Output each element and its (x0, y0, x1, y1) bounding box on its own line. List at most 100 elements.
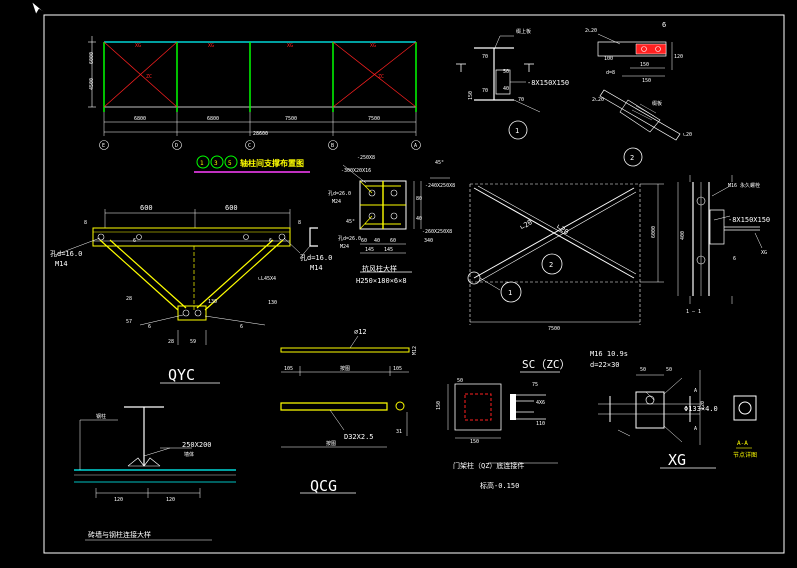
qyc-n8: 59 (190, 339, 196, 345)
plan-axis-D: D (175, 143, 178, 149)
col-lbl-13: 40 (416, 216, 422, 222)
col-section: H250×180×6×8 (356, 277, 407, 285)
detail2-circle: 2 (630, 154, 634, 162)
col-lbl-8: 145 (384, 247, 393, 253)
xg-dim-0: 50 (640, 367, 646, 373)
plan-left-dim-2: 4500 (89, 78, 95, 90)
col-lbl-16: -260X250X8 (422, 229, 452, 235)
qyc-hole-right: 孔d=16.0 (300, 254, 332, 262)
plan-title-circle-3: 3 (214, 160, 218, 167)
xbrace-width: 7500 (548, 326, 560, 332)
xbrace-circle1: 1 (508, 289, 512, 297)
side-lbl-0: M16 永久螺栓 (728, 182, 760, 189)
qyc-n7: 28 (168, 339, 174, 345)
wall-dim-1: 120 (166, 497, 175, 503)
plan-bay-dim-3: 7500 (285, 116, 297, 122)
side-lbl-1: -8X150X150 (728, 216, 770, 224)
plan-bay-tag-4: XG (370, 43, 376, 49)
sc-dim-2: 150 (470, 439, 479, 445)
detail1-dim-3: 50 (503, 69, 509, 75)
detail2-lbl-1: 6 (662, 21, 666, 29)
col-lbl-2: 45° (435, 160, 444, 166)
plan-bay-dim-4: 7500 (368, 116, 380, 122)
plan-bay-dim-1: 6800 (134, 116, 146, 122)
col-lbl-14: 340 (424, 238, 433, 244)
rod-and-tube (281, 336, 409, 493)
qyc-n1: 6 (133, 238, 136, 244)
plan-zc-tag-2: ZC (378, 74, 384, 80)
sc-d: d=22×30 (590, 361, 620, 369)
col-lbl-11: 60 (390, 238, 396, 244)
qyc-dim-left: 600 (140, 204, 153, 212)
sc-base-connector (448, 372, 560, 463)
rod-dim-2: 105 (393, 366, 402, 372)
plan-bay-tag-2: XG (208, 43, 214, 49)
xbrace-circle2: 2 (549, 261, 553, 269)
plan-axis-A: A (414, 143, 417, 149)
plan-axis-C: C (248, 143, 251, 149)
col-lbl-6: -250X8 (357, 155, 375, 161)
detail1-dim-5: 70 (518, 97, 524, 103)
rod-side-note: M12 (412, 346, 418, 355)
detail2-lbl-4: 150 (642, 78, 651, 84)
detail2-lbl-3: 150 (640, 62, 649, 68)
detail1-plate: -8X150X150 (527, 79, 569, 87)
xg-dim-3: A (694, 388, 697, 394)
rod-dim-1: 按图 (340, 365, 350, 372)
qyc-n5: 28 (126, 296, 132, 302)
qyc-n11: 8 (84, 220, 87, 226)
plan-axis-B: B (331, 143, 334, 149)
sc-bolt: M16 10.9s (590, 350, 628, 358)
side-lbl-2: XG (761, 250, 767, 256)
xg-sect: A-A (737, 440, 748, 447)
detail1-dim-1: 70 (482, 88, 488, 94)
col-title: 抗风柱大样 (362, 264, 397, 273)
qyc-dim-right: 600 (225, 204, 238, 212)
detail2-lbl-2: d=8 (606, 70, 615, 76)
rod-tube: D32X2.5 (344, 433, 374, 441)
qyc-bolt-left: M14 (55, 260, 68, 268)
xg-label: XG (668, 451, 686, 469)
xg-detail (598, 370, 756, 468)
col-lbl-12: 80 (416, 196, 422, 202)
col-lbl-1: M24 (332, 199, 341, 205)
col-lbl-9: 60 (361, 238, 367, 244)
rod-dim-0: 105 (284, 366, 293, 372)
detail2-lbl-9: 120 (674, 54, 683, 60)
col-lbl-10: 40 (374, 238, 380, 244)
sc-dim-4: 110 (536, 421, 545, 427)
xg-dim-4: A (694, 426, 697, 432)
wall-dim-0: 120 (114, 497, 123, 503)
side-lbl-3: 6 (733, 256, 736, 262)
col-lbl-7: 145 (365, 247, 374, 253)
qyc-drawing (55, 209, 300, 383)
col-lbl-3: 45° (346, 219, 355, 225)
detail-2 (598, 34, 680, 166)
col-lbl-17: -300X20X16 (341, 168, 371, 174)
detail2-lbl-7: ∟20 (683, 132, 692, 138)
plan-total-dim: 28600 (253, 131, 268, 137)
sc-dim-3: 4X6 (536, 400, 545, 406)
qyc-n9: 130 (208, 299, 217, 305)
sheet-border (44, 15, 784, 553)
wind-column-detail (300, 165, 450, 272)
xg-dim-1: 120 (700, 401, 706, 410)
bracing-plan (88, 36, 421, 150)
qyc-n4: 6 (240, 324, 243, 330)
side-lbl-4: 400 (680, 231, 686, 240)
detail1-dim-4: 40 (503, 86, 509, 92)
col-lbl-4: 孔d=26.0 (338, 235, 361, 242)
plan-title-circle-1: 1 (200, 160, 204, 167)
qyc-n3: 6 (148, 324, 151, 330)
detail1-dim-0: 70 (482, 54, 488, 60)
xg-dim-2: 50 (666, 367, 672, 373)
plan-bay-tag-3: XG (287, 43, 293, 49)
sc-note: 标高-0.150 (480, 481, 519, 490)
x-brace (468, 184, 664, 325)
detail2-lbl-8: 100 (604, 56, 613, 62)
qyc-n12: 8 (298, 220, 301, 226)
detail2-lbl-0: 2∟20 (585, 28, 597, 34)
plan-title-circles (194, 156, 310, 172)
qyc-label: QYC (168, 366, 195, 384)
